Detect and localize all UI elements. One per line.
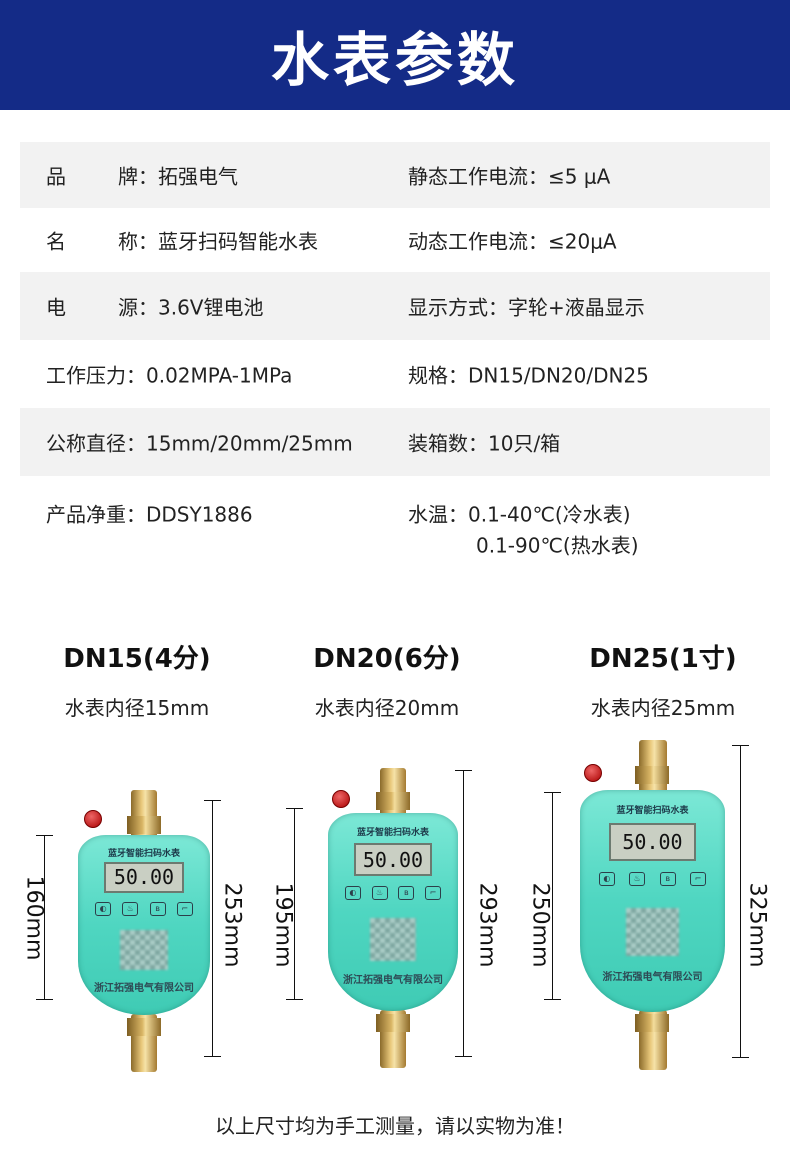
brass-pipe-top — [634, 740, 669, 794]
lcd-reading: 50.00 — [104, 862, 184, 893]
spec-label: 源： — [118, 295, 158, 320]
dimension-label: 253mm — [219, 882, 245, 968]
model-title: DN15(4分) — [63, 644, 211, 674]
dimension-label: 325mm — [744, 882, 770, 968]
meter-company: 浙江拓强电气有限公司 — [343, 975, 443, 987]
dimension-label: 195mm — [270, 882, 296, 968]
dimension-label: 160mm — [21, 875, 47, 961]
page-title: 水表参数 — [270, 26, 519, 94]
meter-body: 蓝牙智能扫码水表 50.00 ◐♨ʙ⌐ 浙江拓强电气有限公司 — [328, 813, 458, 1011]
qr-code — [120, 930, 168, 970]
model-subtitle: 水表内径25mm — [590, 696, 736, 720]
spec-label: 名 — [46, 229, 66, 254]
water-meter-dn20: 蓝牙智能扫码水表 50.00 ◐♨ʙ⌐ 浙江拓强电气有限公司 — [328, 768, 458, 1068]
model-subtitle: 水表内径20mm — [314, 696, 460, 720]
lcd-reading: 50.00 — [609, 823, 696, 862]
model-title: DN20(6分) — [313, 644, 461, 674]
seal-tag-icon — [584, 764, 602, 782]
qr-code — [369, 917, 417, 962]
seal-tag-icon — [332, 790, 350, 808]
brass-pipe-bottom — [127, 1014, 161, 1072]
dimension-line — [286, 808, 303, 1000]
spec-row: 工作压力：0.02MPA-1MPa 规格：DN15/DN20/DN25 — [20, 340, 770, 408]
brass-pipe-bottom — [634, 1010, 669, 1070]
spec-value: 3.6V锂电池 — [158, 295, 264, 320]
dimension-line — [544, 792, 561, 1000]
qr-code — [626, 907, 679, 957]
spec-right: 水温：0.1-40℃(冷水表) — [408, 502, 631, 527]
brass-pipe-bottom — [376, 1010, 410, 1068]
dimension-label: 293mm — [474, 882, 500, 968]
dimension-line — [204, 800, 221, 1057]
model-title: DN25(1寸) — [589, 644, 737, 674]
model-subtitle: 水表内径15mm — [64, 696, 210, 720]
spec-label: 电 — [46, 295, 66, 320]
spec-value: 蓝牙扫码智能水表 — [158, 229, 318, 254]
spec-row: 品 牌：拓强电气 静态工作电流：≤5 μA — [20, 142, 770, 208]
spec-right-line2: 0.1-90℃(热水表) — [476, 533, 639, 558]
spec-right: 动态工作电流：≤20μA — [408, 229, 617, 254]
spec-row: 电 源：3.6V锂电池 显示方式：字轮+液晶显示 — [20, 272, 770, 340]
dimension-line — [36, 835, 53, 1000]
water-meter-dn15: 蓝牙智能扫码水表 50.00 ◐♨ʙ⌐ 浙江拓强电气有限公司 — [78, 790, 210, 1072]
spec-row: 公称直径：15mm/20mm/25mm 装箱数：10只/箱 — [20, 408, 770, 476]
spec-right: 装箱数：10只/箱 — [408, 431, 561, 456]
spec-row: 产品净重：DDSY1886 水温：0.1-40℃(冷水表) 0.1-90℃(热水… — [20, 476, 770, 566]
meter-label: 蓝牙智能扫码水表 — [107, 848, 180, 859]
spec-row: 名 称：蓝牙扫码智能水表 动态工作电流：≤20μA — [20, 208, 770, 272]
meter-icons: ◐♨ʙ⌐ — [344, 886, 442, 901]
spec-left: 工作压力：0.02MPA-1MPa — [46, 363, 293, 388]
meter-icons: ◐♨ʙ⌐ — [95, 901, 193, 916]
meter-icons: ◐♨ʙ⌐ — [598, 872, 707, 887]
spec-right: 静态工作电流：≤5 μA — [408, 164, 611, 189]
water-meter-dn25: 蓝牙智能扫码水表 50.00 ◐♨ʙ⌐ 浙江拓强电气有限公司 — [580, 740, 725, 1070]
brass-pipe-top — [376, 768, 410, 818]
dimension-line — [732, 745, 749, 1058]
meter-body: 蓝牙智能扫码水表 50.00 ◐♨ʙ⌐ 浙江拓强电气有限公司 — [580, 790, 725, 1012]
spec-value: 拓强电气 — [158, 164, 238, 189]
dimension-label: 250mm — [527, 882, 553, 968]
spec-left: 公称直径：15mm/20mm/25mm — [46, 431, 353, 456]
lcd-reading: 50.00 — [354, 842, 432, 877]
meter-company: 浙江拓强电气有限公司 — [602, 971, 703, 983]
meter-company: 浙江拓强电气有限公司 — [94, 983, 194, 994]
dimension-line — [455, 770, 472, 1057]
spec-right: 规格：DN15/DN20/DN25 — [408, 363, 649, 388]
header-banner: 水表参数 — [0, 0, 790, 110]
footer-note: 以上尺寸均为手工测量，请以实物为准！ — [215, 1114, 575, 1138]
spec-label: 牌： — [118, 164, 158, 189]
meter-body: 蓝牙智能扫码水表 50.00 ◐♨ʙ⌐ 浙江拓强电气有限公司 — [78, 835, 210, 1015]
meter-label: 蓝牙智能扫码水表 — [616, 806, 689, 817]
seal-tag-icon — [84, 810, 102, 828]
spec-label: 品 — [46, 164, 66, 189]
brass-pipe-top — [127, 790, 161, 842]
spec-right: 显示方式：字轮+液晶显示 — [408, 295, 645, 320]
spec-label: 称： — [118, 229, 158, 254]
meter-label: 蓝牙智能扫码水表 — [356, 827, 429, 838]
spec-left: 产品净重：DDSY1886 — [46, 502, 253, 527]
